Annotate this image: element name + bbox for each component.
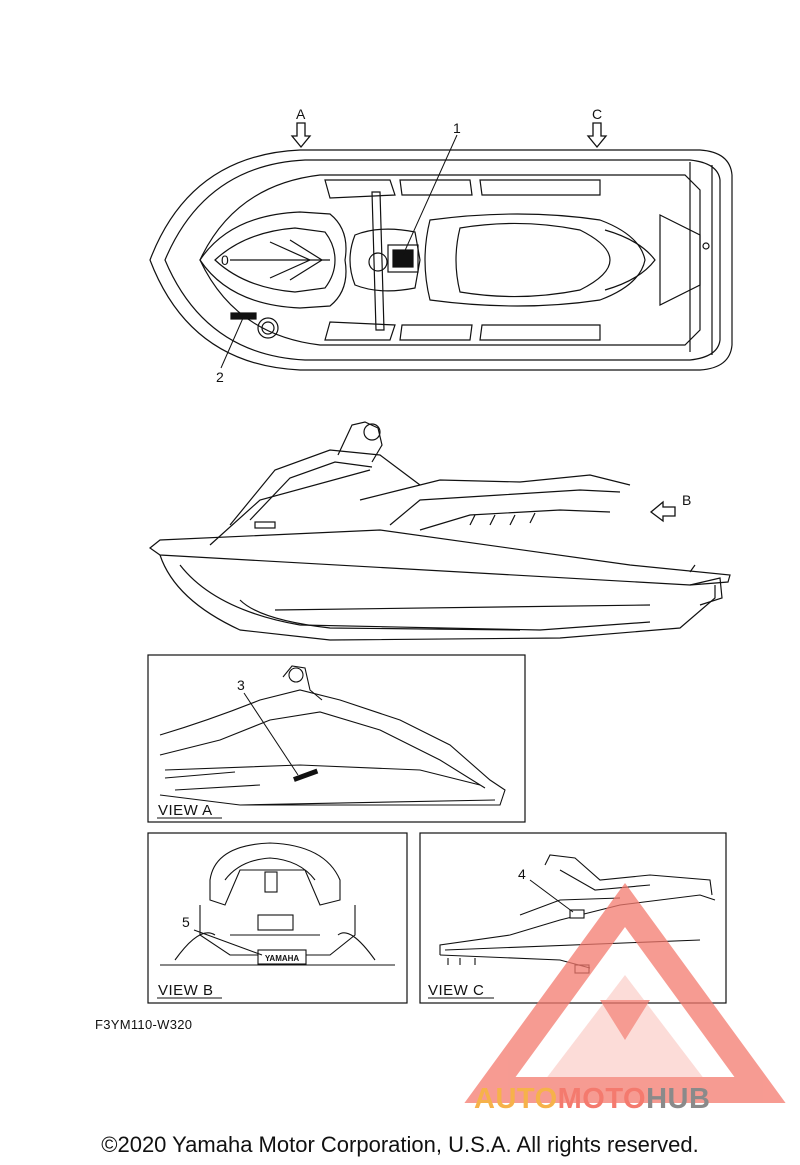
copyright-notice: ©2020 Yamaha Motor Corporation, U.S.A. A…	[101, 1132, 699, 1157]
arrow-a-label: A	[296, 106, 306, 122]
callout-1: 1	[453, 120, 461, 136]
top-view-watercraft	[149, 149, 733, 371]
top-view-zero-mark: 0	[221, 252, 229, 268]
view-b-frame	[147, 832, 408, 1004]
callout-3: 3	[237, 677, 245, 693]
label-3-marker	[293, 768, 319, 782]
callout-2: 2	[216, 369, 224, 385]
view-c-label: VIEW C	[428, 982, 484, 999]
view-c-frame	[419, 832, 727, 1004]
view-a-label: VIEW A	[158, 802, 213, 819]
watermark-moto: MOTO	[557, 1083, 647, 1115]
arrow-c-label: C	[592, 106, 602, 122]
callout-4: 4	[518, 866, 526, 882]
leader-line-4	[529, 879, 574, 913]
arrow-b-label: B	[682, 492, 691, 508]
side-view-watercraft	[148, 421, 731, 641]
leader-line-2	[220, 317, 244, 369]
yamaha-badge-text: YAMAHA	[265, 954, 300, 963]
view-b-drawing	[160, 842, 395, 966]
label-5-plate	[257, 949, 307, 965]
figure-code: F3YM110-W320	[95, 1017, 193, 1032]
leader-line-1	[402, 134, 458, 256]
arrow-c-icon	[586, 122, 608, 149]
view-a-frame	[147, 654, 526, 823]
arrow-a-icon	[290, 122, 312, 149]
label-4-marker	[569, 909, 585, 919]
watermark-auto: AUTO	[474, 1083, 558, 1115]
callout-5: 5	[182, 914, 190, 930]
arrow-b-icon	[649, 500, 676, 523]
watermark-text: AUTOMOTOHUB	[474, 1083, 710, 1116]
view-a-drawing	[159, 665, 506, 806]
leader-line-3	[243, 692, 299, 776]
watermark-hub: HUB	[646, 1083, 711, 1115]
view-b-label: VIEW B	[158, 982, 214, 999]
watermark-logo-icon	[464, 882, 786, 1103]
leader-line-5	[193, 929, 263, 956]
